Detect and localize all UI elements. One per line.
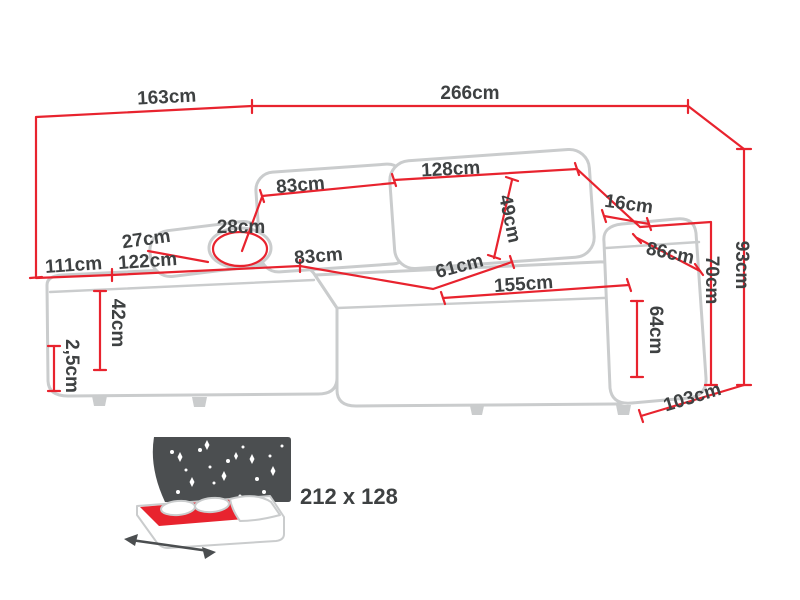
sofa-foot — [92, 396, 107, 406]
sofa-foot — [192, 397, 207, 407]
starry-blanket — [152, 437, 291, 502]
dim-266-label: 266cm — [440, 83, 499, 104]
dim-163-label: 163cm — [137, 85, 197, 109]
dim-70-label: 70cm — [701, 256, 722, 305]
back-cushion-right — [388, 148, 596, 270]
dim-111-label: 111cm — [44, 253, 102, 278]
bolster-measure-ellipse — [211, 230, 269, 268]
dim-64-label: 64cm — [645, 306, 666, 355]
dimension-lines — [28, 98, 753, 424]
dim-28-label: 28cm — [217, 217, 266, 238]
dim-16-label: 16cm — [603, 191, 654, 219]
sleeping-area-icon — [124, 437, 291, 559]
chaise-section — [45, 262, 339, 398]
pillow — [194, 496, 230, 514]
right-armrest — [602, 217, 708, 405]
dim-155-label: 155cm — [493, 272, 553, 297]
dim-83-back-label: 83cm — [275, 173, 325, 198]
sofa-outline — [45, 148, 708, 415]
dim-83-seat-label: 83cm — [293, 244, 343, 269]
dim-122-label: 122cm — [117, 249, 177, 274]
dim-93-label: 93cm — [731, 241, 752, 290]
main-seat-section — [313, 260, 636, 408]
sofa-foot — [470, 406, 484, 415]
dim-42-label: 42cm — [107, 299, 128, 348]
dim-128-label: 128cm — [421, 157, 481, 181]
folded-duvet — [229, 495, 281, 522]
blanket-stars — [170, 440, 284, 498]
arrow-head-right — [202, 547, 216, 559]
sleeping-area-label: 212 x 128 — [300, 484, 398, 509]
dim-2-5-label: 2,5cm — [61, 339, 82, 393]
tick-marks — [28, 98, 753, 424]
width-arrow — [129, 538, 211, 553]
seat-front-edge — [335, 295, 632, 310]
sofa-foot — [616, 405, 631, 415]
arrow-head-left — [124, 534, 138, 546]
